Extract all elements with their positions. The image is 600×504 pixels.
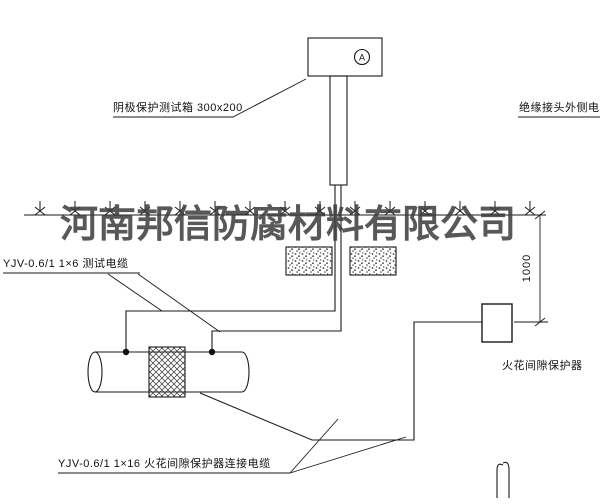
test-box-label: 阴极保护测试箱 300x200 [113, 102, 243, 114]
pipeline [87, 346, 250, 398]
insulated-joint-cable-label: 绝缘接头外侧电缆 [519, 102, 600, 114]
spark-gap-protector-label: 火花间隙保护器 [502, 360, 583, 372]
concrete-blocks [285, 246, 397, 276]
test-box [307, 37, 383, 77]
meter-circle [353, 48, 371, 66]
dimension-text: 1000 [521, 253, 533, 283]
meter-symbol: A [359, 53, 365, 63]
weld-connection-left [122, 348, 130, 356]
weld-connection-right [208, 348, 216, 356]
test-cable-leader-2 [137, 273, 221, 333]
watermark: 河南邦信防腐材料有限公司 [60, 204, 517, 246]
test-box-leader [113, 78, 307, 118]
protector-cable-label: YJV-0.6/1 1×16 火花间隙保护器连接电缆 [58, 458, 271, 470]
spark-gap-protector [481, 303, 513, 343]
leader-lines [3, 78, 600, 474]
protector-cable-leader-1 [289, 418, 339, 474]
pipe-break-symbol [496, 461, 510, 498]
protector-cable [199, 321, 482, 441]
test-cable-leader-1 [107, 273, 163, 312]
test-cable-label: YJV-0.6/1 1×6 测试电缆 [3, 258, 129, 270]
conduit-casing [329, 75, 348, 186]
pipe-wrap [148, 346, 186, 398]
test-cables [125, 185, 342, 350]
protector-cable-leader-2 [289, 436, 407, 474]
dimension-1000 [514, 210, 548, 327]
